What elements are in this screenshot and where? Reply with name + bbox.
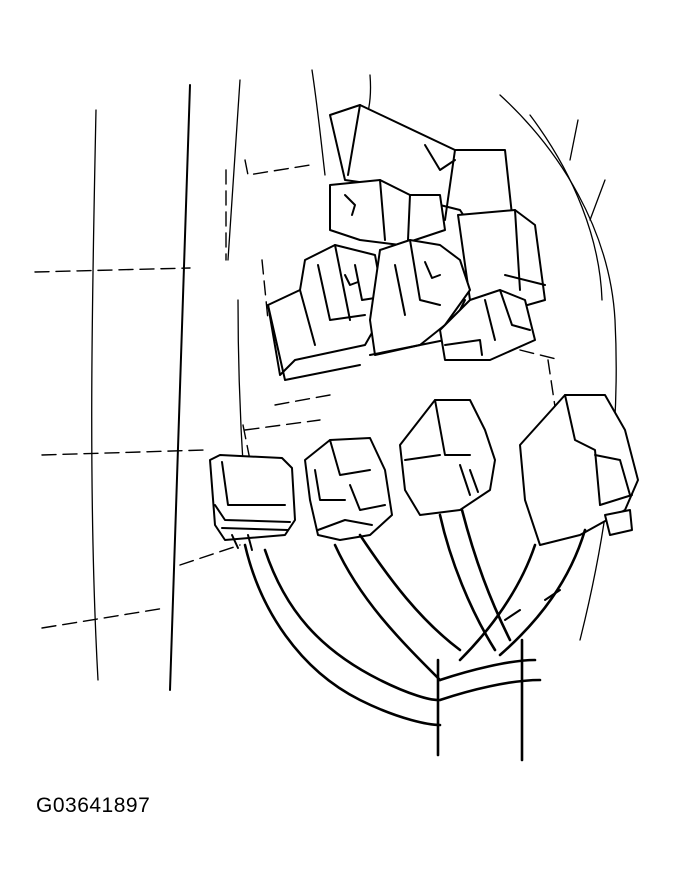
wire-harness — [243, 508, 587, 762]
middle-connector-row — [267, 239, 536, 381]
dashed-reference-lines — [34, 159, 561, 629]
lower-connector-right — [519, 394, 639, 546]
upper-connector-block — [329, 104, 546, 311]
lower-connector-left — [209, 454, 296, 551]
lower-connector-mid-left — [304, 437, 393, 541]
lower-connector-mid-right — [399, 399, 496, 516]
figure-code: G03641897 — [36, 794, 151, 817]
